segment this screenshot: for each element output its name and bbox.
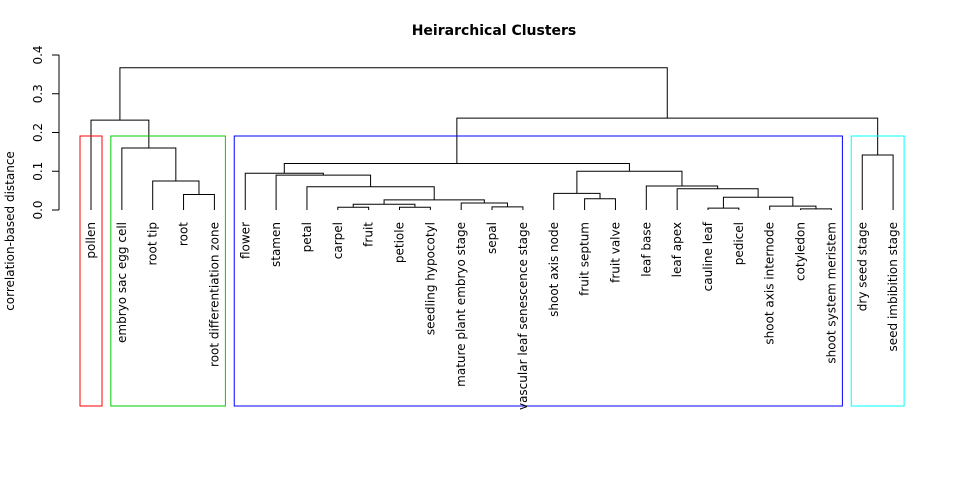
leaf-label-fruit-valve: fruit valve — [608, 222, 622, 283]
merge-link — [645, 185, 719, 210]
y-axis: 0.0 0.1 0.2 0.3 0.4 — [31, 45, 60, 220]
merge-link — [183, 194, 215, 210]
leaf-label-leaf-base: leaf base — [639, 222, 653, 277]
merge-link — [244, 172, 324, 210]
y-axis-label: correlation-based distance — [3, 151, 17, 311]
leaf-label-shoot-axis-internode: shoot axis internode — [763, 222, 777, 345]
merge-link — [576, 170, 683, 194]
merge-link — [121, 147, 177, 210]
leaf-label-root-tip: root tip — [146, 222, 160, 266]
merge-link — [352, 203, 416, 208]
leaf-label-pedicel: pedicel — [732, 222, 746, 265]
y-tick-label: 0.3 — [31, 84, 45, 103]
merge-link — [456, 117, 879, 164]
leaf-label-fruit-septum: fruit septum — [578, 222, 592, 296]
leaf-label-petal: petal — [300, 222, 314, 252]
y-tick-label: 0.0 — [31, 200, 45, 219]
merge-link — [707, 207, 740, 210]
merge-link — [491, 206, 524, 210]
merge-link — [861, 154, 894, 210]
leaf-labels: pollen embryo sac egg cell root tip root roo… — [84, 221, 900, 410]
leaf-label-mature-plant-embryo-stage: mature plant embryo stage — [454, 222, 468, 387]
merge-link — [383, 199, 485, 205]
dendrogram-links — [90, 67, 894, 210]
merge-link — [553, 192, 601, 210]
merge-link — [676, 188, 759, 210]
leaf-label-stamen: stamen — [269, 222, 283, 267]
leaf-label-leaf-apex: leaf apex — [670, 222, 684, 277]
leaf-label-petiole: petiole — [393, 222, 407, 263]
merge-link — [769, 205, 817, 210]
y-tick-label: 0.2 — [31, 123, 45, 142]
merge-link — [337, 206, 370, 210]
leaf-label-vascular-leaf-senescence-stage: vascular leaf senescence stage — [516, 222, 530, 410]
leaf-label-cotyledon: cotyledon — [794, 222, 808, 281]
cluster-box — [110, 135, 226, 407]
leaf-label-sepal: sepal — [485, 222, 499, 254]
leaf-label-root-differentiation-zone: root differentiation zone — [207, 222, 221, 367]
y-tick-label: 0.1 — [31, 162, 45, 181]
leaf-label-dry-seed-stage: dry seed stage — [855, 222, 869, 311]
merge-link — [152, 180, 200, 210]
merge-link — [800, 208, 832, 210]
chart-title: Heirarchical Clusters — [412, 23, 577, 39]
leaf-label-shoot-system-meristem: shoot system meristem — [824, 222, 838, 364]
merge-link — [90, 119, 150, 210]
leaf-label-pollen: pollen — [84, 222, 98, 259]
leaf-label-root: root — [177, 222, 191, 246]
y-tick-label: 0.4 — [31, 45, 45, 64]
leaf-label-seed-imbibition-stage: seed imbibition stage — [886, 222, 900, 352]
leaf-label-fruit: fruit — [362, 222, 376, 247]
leaf-label-cauline-leaf: cauline leaf — [701, 221, 715, 291]
leaf-label-flower: flower — [238, 222, 252, 259]
leaf-label-embryo-sac-egg-cell: embryo sac egg cell — [115, 222, 129, 343]
cluster-box — [850, 135, 905, 407]
merge-link — [275, 174, 372, 210]
cluster-box — [79, 135, 103, 407]
cluster-boxes — [79, 135, 905, 407]
merge-link — [399, 206, 431, 210]
leaf-label-shoot-axis-node: shoot axis node — [547, 222, 561, 317]
leaf-label-seedling-hypocotyl: seedling hypocotyl — [423, 222, 437, 335]
merge-link — [119, 67, 668, 121]
cluster-box — [233, 135, 843, 407]
leaf-label-carpel: carpel — [331, 222, 345, 259]
merge-link — [584, 198, 616, 210]
